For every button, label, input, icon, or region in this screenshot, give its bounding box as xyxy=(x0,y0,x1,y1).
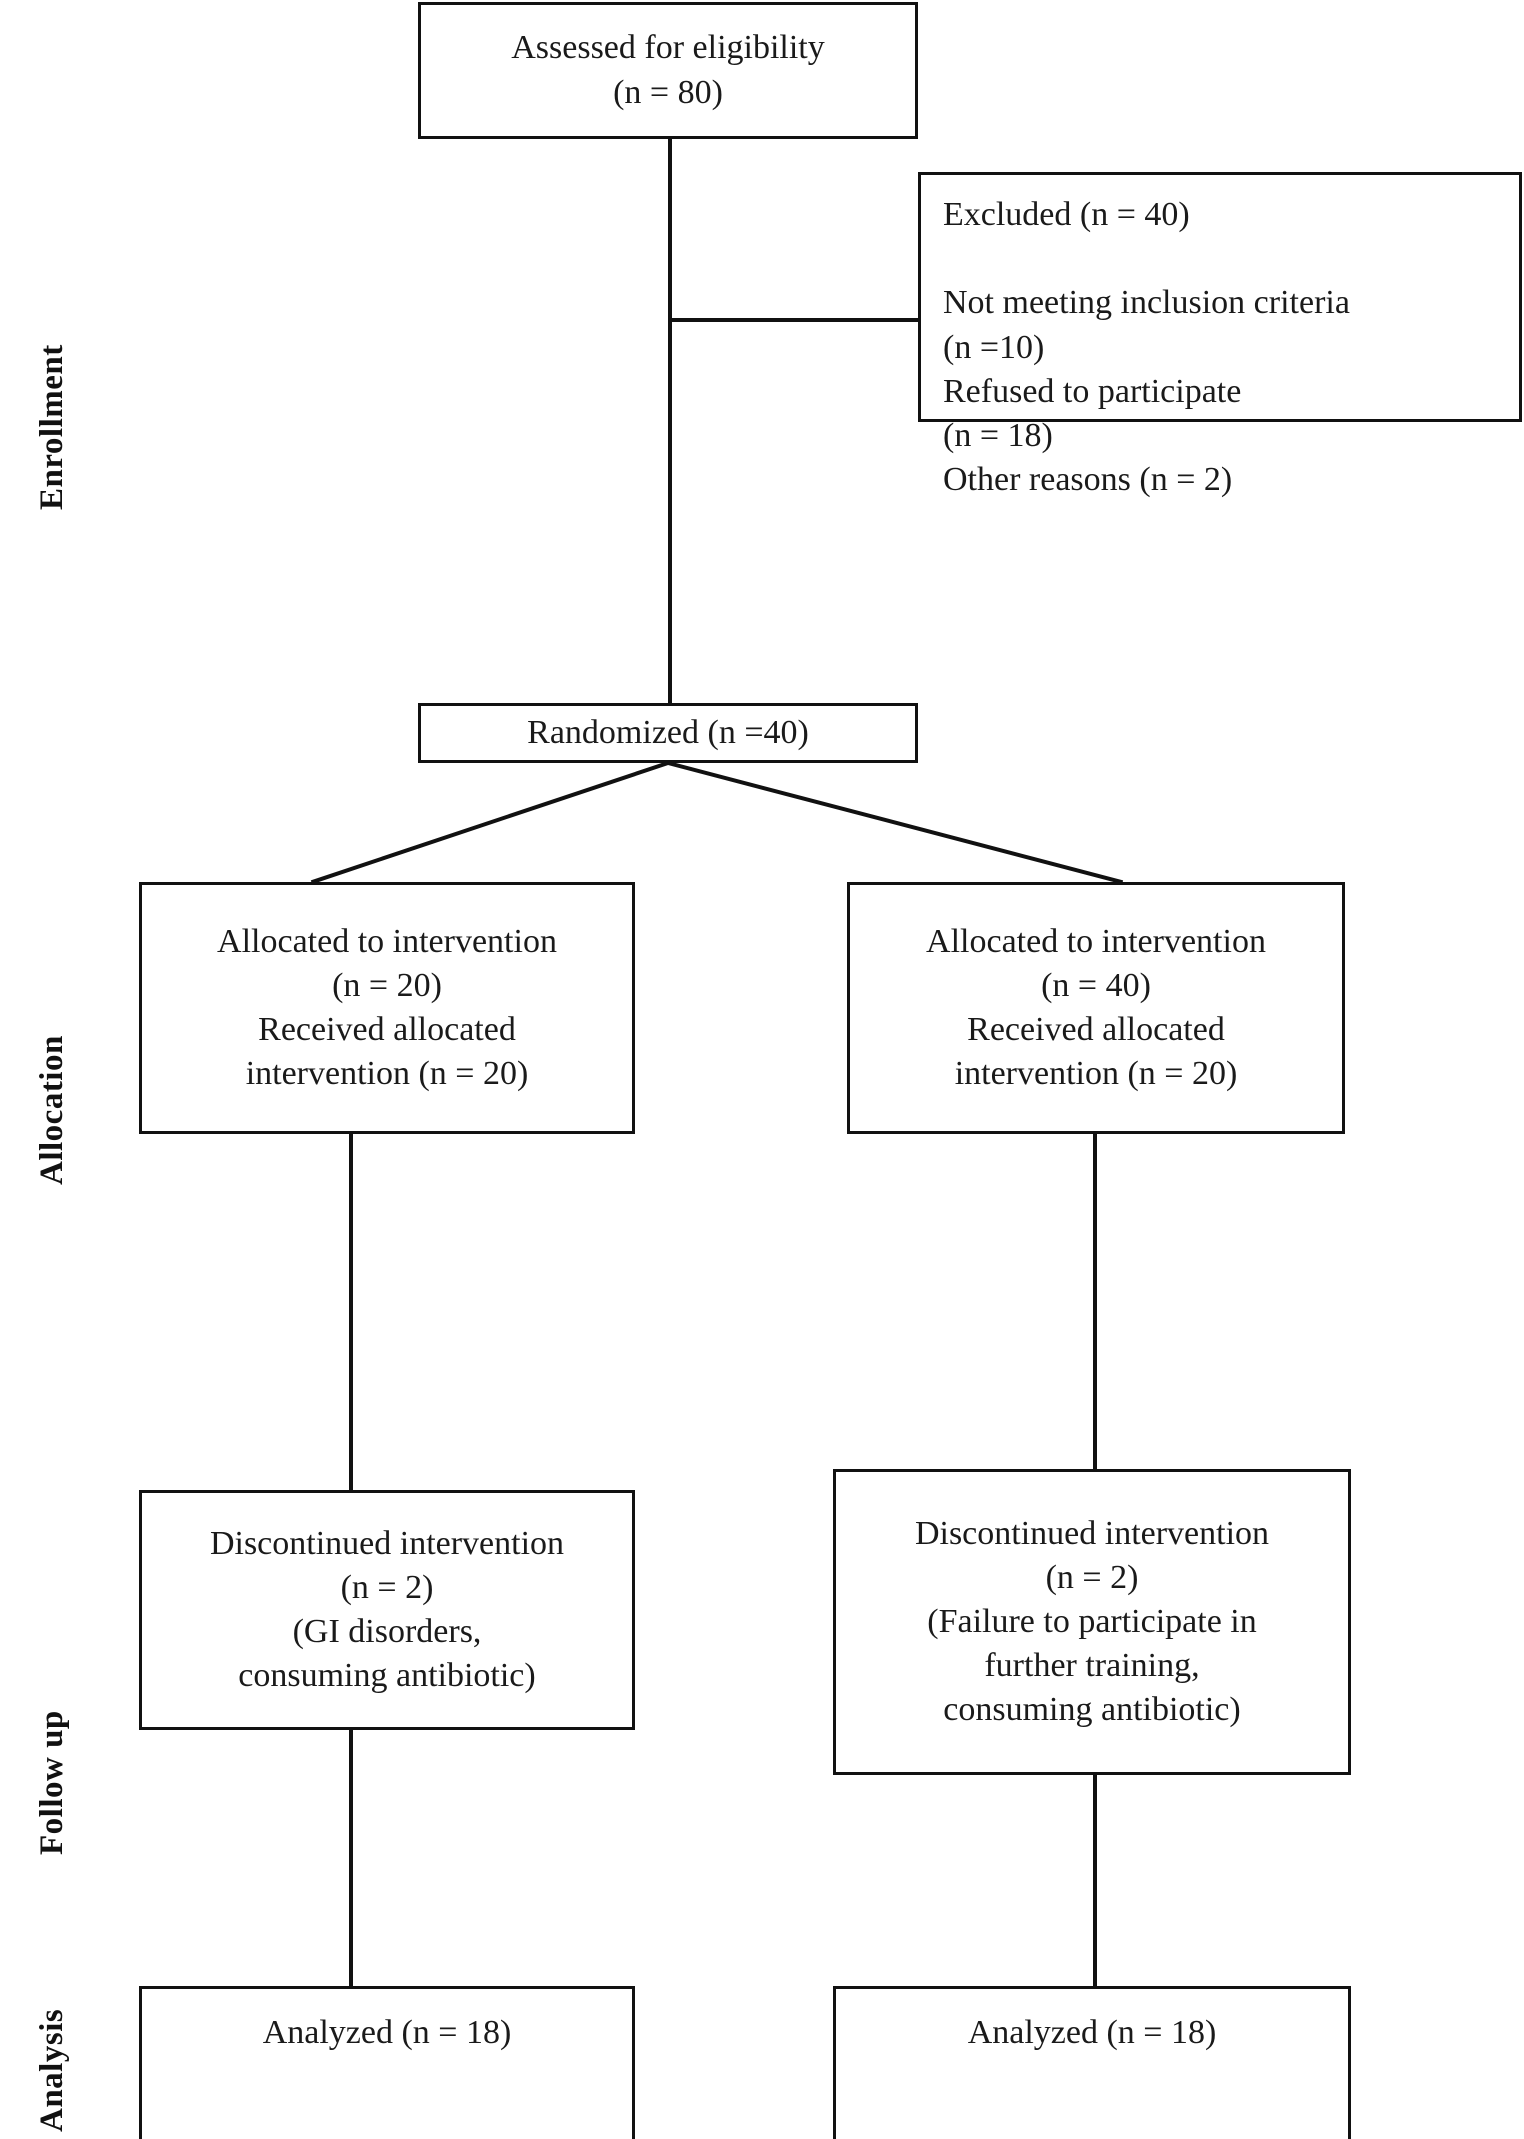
node-randomized-text: Randomized (n =40) xyxy=(527,713,809,751)
node-assessed-for-eligibility: Assessed for eligibility (n = 80) xyxy=(418,2,918,139)
connector-right-allocation-to-right-discontinued xyxy=(1093,1134,1097,1471)
node-analyzed-right-text: Analyzed (n = 18) xyxy=(967,2014,1217,2051)
node-allocated-right-text: Allocated to intervention (n = 40) Recei… xyxy=(926,922,1266,1093)
stage-label-enrollment: Enrollment xyxy=(34,344,70,510)
connector-trunk-to-excluded xyxy=(668,318,920,322)
node-allocated-left-text: Allocated to intervention (n = 20) Recei… xyxy=(217,922,557,1093)
node-analyzed-right: Analyzed (n = 18) xyxy=(833,1986,1351,2139)
node-analyzed-left: Analyzed (n = 18) xyxy=(139,1986,635,2139)
connector-assessed-to-randomized xyxy=(668,139,672,705)
connector-randomized-to-right-allocation xyxy=(667,761,1124,885)
node-discontinued-left-text: Discontinued intervention (n = 2) (GI di… xyxy=(209,1524,565,1695)
node-assessed-text: Assessed for eligibility (n = 80) xyxy=(511,29,825,111)
stage-label-analysis: Analysis xyxy=(34,2008,70,2132)
connector-left-discontinued-to-left-analyzed xyxy=(349,1730,353,1988)
node-discontinued-right-text: Discontinued intervention (n = 2) (Failu… xyxy=(914,1514,1270,1729)
connector-right-discontinued-to-right-analyzed xyxy=(1093,1775,1097,1988)
node-allocated-right: Allocated to intervention (n = 40) Recei… xyxy=(847,882,1345,1134)
stage-label-followup: Follow up xyxy=(34,1710,70,1855)
stage-label-allocation: Allocation xyxy=(34,1035,70,1185)
connector-randomized-to-left-allocation xyxy=(310,761,669,885)
node-discontinued-left: Discontinued intervention (n = 2) (GI di… xyxy=(139,1490,635,1730)
node-excluded: Excluded (n = 40) Not meeting inclusion … xyxy=(918,172,1522,498)
node-discontinued-right: Discontinued intervention (n = 2) (Failu… xyxy=(833,1469,1351,1775)
connector-left-allocation-to-left-discontinued xyxy=(349,1134,353,1492)
node-randomized: Randomized (n =40) xyxy=(418,703,918,763)
node-analyzed-left-text: Analyzed (n = 18) xyxy=(262,2014,512,2051)
node-excluded-text: Excluded (n = 40) Not meeting inclusion … xyxy=(943,196,1350,499)
node-allocated-left: Allocated to intervention (n = 20) Recei… xyxy=(139,882,635,1134)
